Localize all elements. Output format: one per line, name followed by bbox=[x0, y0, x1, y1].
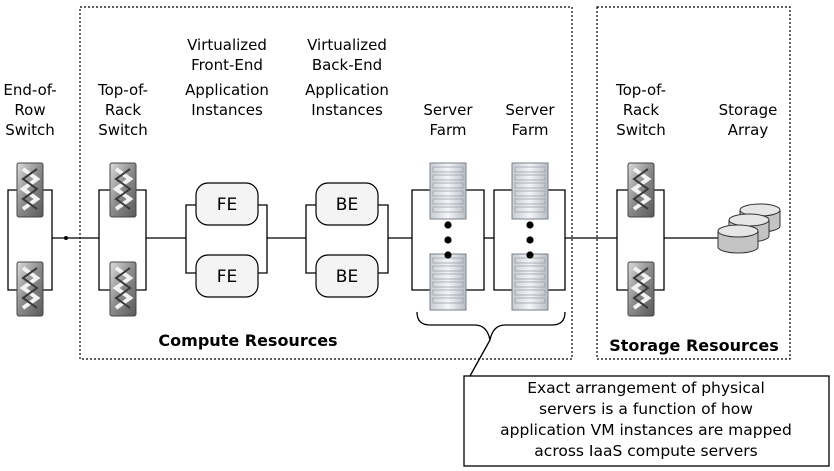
tor-switch-icon bbox=[626, 260, 656, 318]
svg-text:Switch: Switch bbox=[98, 121, 148, 139]
tor-switch-icon bbox=[626, 161, 656, 219]
frontend-label: Virtualized Front-End Application Instan… bbox=[185, 36, 269, 119]
fe-label: FE bbox=[217, 195, 238, 215]
fe-instance-bottom: FE bbox=[195, 254, 259, 298]
svg-text:Back-End: Back-End bbox=[312, 56, 382, 74]
fe-instance-top: FE bbox=[195, 182, 259, 226]
end-of-row-switch-icon bbox=[15, 260, 45, 318]
svg-text:application VM instances are m: application VM instances are mapped bbox=[500, 421, 792, 439]
end-of-row-label: End-of- Row Switch bbox=[3, 81, 56, 139]
server-icon bbox=[429, 253, 467, 311]
svg-text:servers is a function of how: servers is a function of how bbox=[539, 400, 753, 418]
tor-storage-label: Top-of- Rack Switch bbox=[615, 81, 666, 139]
svg-text:Server: Server bbox=[423, 101, 473, 119]
connection-lines bbox=[7, 189, 718, 377]
storage-array-icon bbox=[717, 203, 781, 254]
svg-text:Application: Application bbox=[185, 81, 269, 99]
tor-compute-label: Top-of- Rack Switch bbox=[97, 81, 148, 139]
server-icon bbox=[511, 253, 549, 311]
end-of-row-switch-icon bbox=[15, 161, 45, 219]
note-callout: Exact arrangement of physical servers is… bbox=[463, 375, 830, 467]
svg-text:Front-End: Front-End bbox=[191, 56, 263, 74]
junction-dot bbox=[64, 236, 68, 240]
be-label: BE bbox=[336, 195, 358, 215]
svg-text:Instances: Instances bbox=[311, 101, 383, 119]
fe-label: FE bbox=[217, 267, 238, 287]
storage-label-background bbox=[602, 333, 788, 355]
svg-text:Switch: Switch bbox=[5, 121, 55, 139]
svg-text:Top-of-: Top-of- bbox=[615, 81, 666, 99]
svg-text:Row: Row bbox=[14, 101, 45, 119]
tor-switch-icon bbox=[108, 161, 138, 219]
svg-text:Farm: Farm bbox=[512, 121, 549, 139]
server-farm-2-label: Server Farm bbox=[505, 101, 555, 139]
svg-text:Virtualized: Virtualized bbox=[307, 36, 387, 54]
storage-region-box bbox=[596, 6, 791, 360]
compute-resources-label: Compute Resources bbox=[158, 331, 337, 350]
backend-label: Virtualized Back-End Application Instanc… bbox=[305, 36, 389, 119]
server-icon bbox=[429, 162, 467, 220]
svg-text:across IaaS compute servers: across IaaS compute servers bbox=[534, 442, 757, 460]
ellipsis-dots bbox=[444, 221, 534, 259]
svg-text:Storage: Storage bbox=[719, 101, 778, 119]
svg-text:Rack: Rack bbox=[105, 101, 142, 119]
svg-text:Top-of-: Top-of- bbox=[97, 81, 148, 99]
svg-text:Array: Array bbox=[728, 121, 769, 139]
svg-text:Application: Application bbox=[305, 81, 389, 99]
tor-switch-icon bbox=[108, 260, 138, 318]
svg-text:Rack: Rack bbox=[623, 101, 660, 119]
svg-text:Farm: Farm bbox=[430, 121, 467, 139]
be-label: BE bbox=[336, 267, 358, 287]
server-icon bbox=[511, 162, 549, 220]
svg-text:Server: Server bbox=[505, 101, 555, 119]
svg-text:Instances: Instances bbox=[191, 101, 263, 119]
svg-text:End-of-: End-of- bbox=[3, 81, 56, 99]
be-instance-bottom: BE bbox=[315, 254, 379, 298]
be-instance-top: BE bbox=[315, 182, 379, 226]
svg-text:Switch: Switch bbox=[616, 121, 666, 139]
svg-text:Exact arrangement of physical: Exact arrangement of physical bbox=[527, 379, 765, 397]
storage-resources-label: Storage Resources bbox=[609, 336, 779, 355]
compute-region-box bbox=[79, 6, 573, 360]
svg-text:Virtualized: Virtualized bbox=[187, 36, 267, 54]
server-farm-1-label: Server Farm bbox=[423, 101, 473, 139]
storage-array-label: Storage Array bbox=[719, 101, 778, 139]
